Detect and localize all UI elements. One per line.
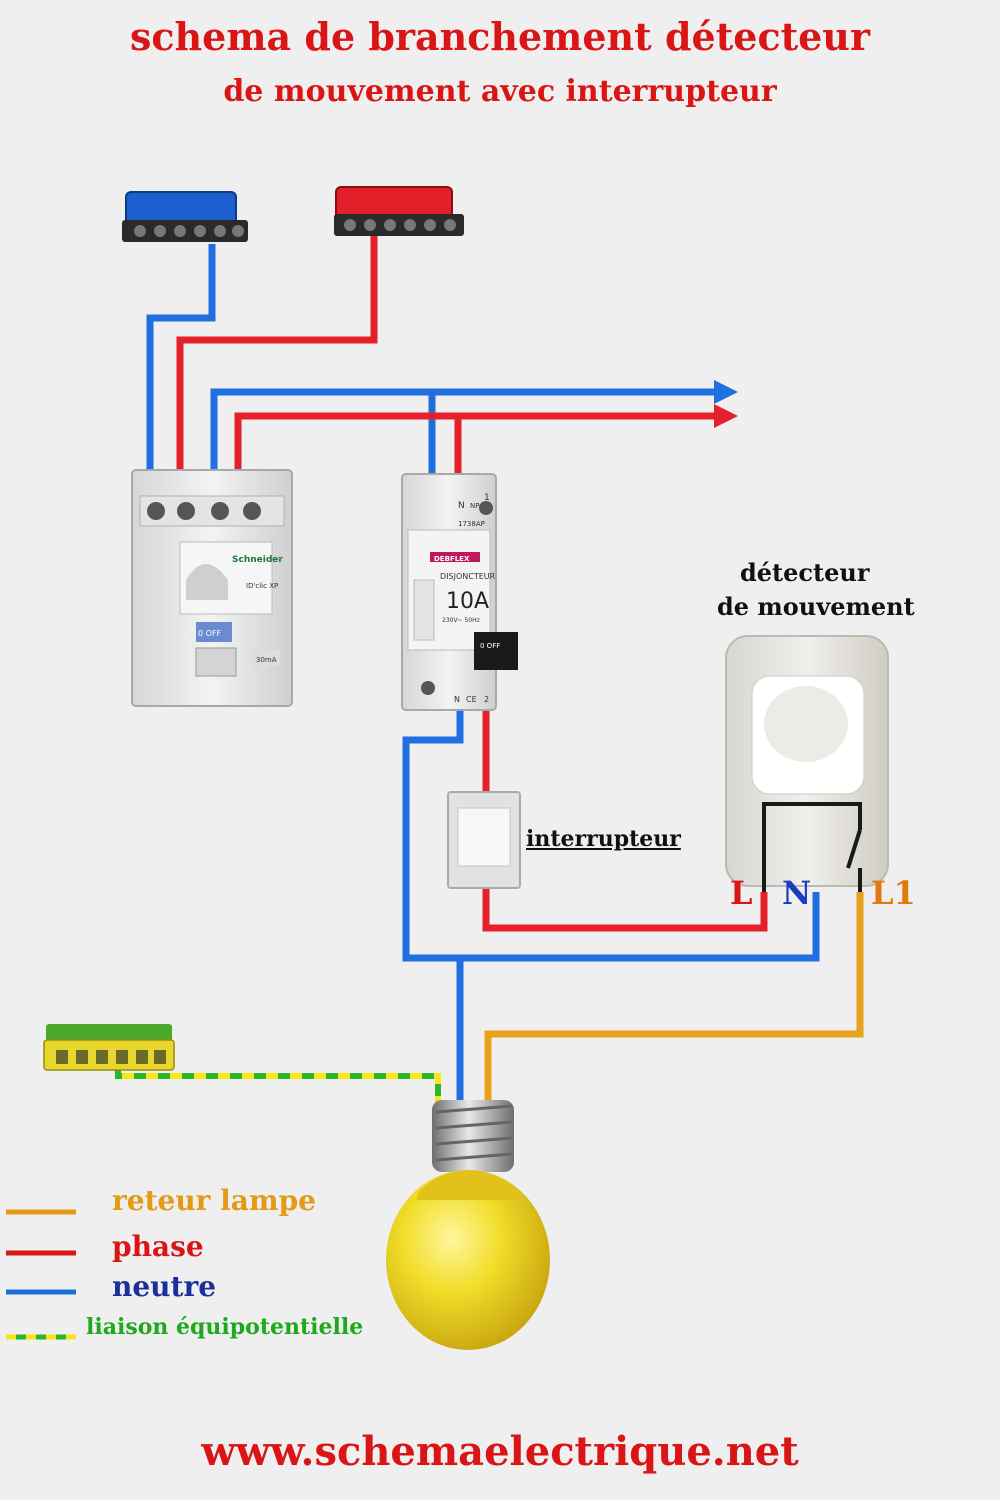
differential-brand: Schneider [232, 555, 283, 565]
breaker-type: DISJONCTEUR [440, 572, 496, 581]
detector-internal-contacts [762, 802, 862, 892]
switch-label: interrupteur [526, 826, 681, 852]
breaker-off-label: 0 OFF [480, 642, 500, 650]
circuit-breaker [401, 473, 518, 711]
phase-terminal-block [334, 186, 464, 236]
lamp-return-wire [484, 892, 864, 1100]
neutral-arrowhead [714, 380, 738, 404]
wall-switch [447, 791, 521, 889]
legend-swatches [6, 1209, 76, 1340]
legend-item-lamp-return: reteur lampe [112, 1184, 316, 1217]
phase-arrowhead [714, 404, 738, 428]
legend-item-phase: phase [112, 1230, 204, 1263]
detector-label-line2: de mouvement [717, 592, 915, 621]
breaker-ref: 1738AP [458, 520, 485, 528]
neutral-wires [146, 244, 820, 1100]
breaker-top-1: 1 [484, 493, 490, 503]
page-subtitle: de mouvement avec interrupteur [223, 74, 777, 109]
terminal-l-label: L [730, 874, 753, 912]
detector-label-line1: détecteur [740, 558, 870, 587]
breaker-bottom-n: N [454, 695, 460, 704]
legend-item-neutral: neutre [112, 1270, 217, 1303]
terminal-l1-label: L1 [871, 874, 916, 912]
breaker-spec: 230V~ 50Hz [442, 617, 480, 624]
neutral-terminal-block [122, 191, 248, 242]
breaker-bottom-2: 2 [484, 695, 489, 704]
motion-detector [725, 635, 889, 887]
light-bulb [386, 1100, 550, 1350]
website-url: www.schemaelectrique.net [201, 1428, 799, 1475]
breaker-rating: 10A [446, 589, 489, 614]
page-title: schema de branchement détecteur [130, 14, 870, 59]
terminal-n-label: N [782, 874, 812, 912]
breaker-brand: DEBFLEX [434, 555, 470, 563]
differential-switch [131, 469, 293, 707]
earth-terminal-block [43, 1024, 175, 1071]
phase-wires [176, 236, 768, 932]
breaker-top-np: NP [470, 502, 479, 510]
breaker-bottom-ce: CE [466, 695, 477, 704]
legend-item-equipotential: liaison équipotentielle [86, 1314, 364, 1340]
differential-rating: 30mA [256, 656, 277, 664]
differential-test-label: 0 OFF [198, 629, 222, 638]
differential-model: ID'clic XP [246, 582, 278, 590]
breaker-top-n: N [458, 501, 465, 511]
